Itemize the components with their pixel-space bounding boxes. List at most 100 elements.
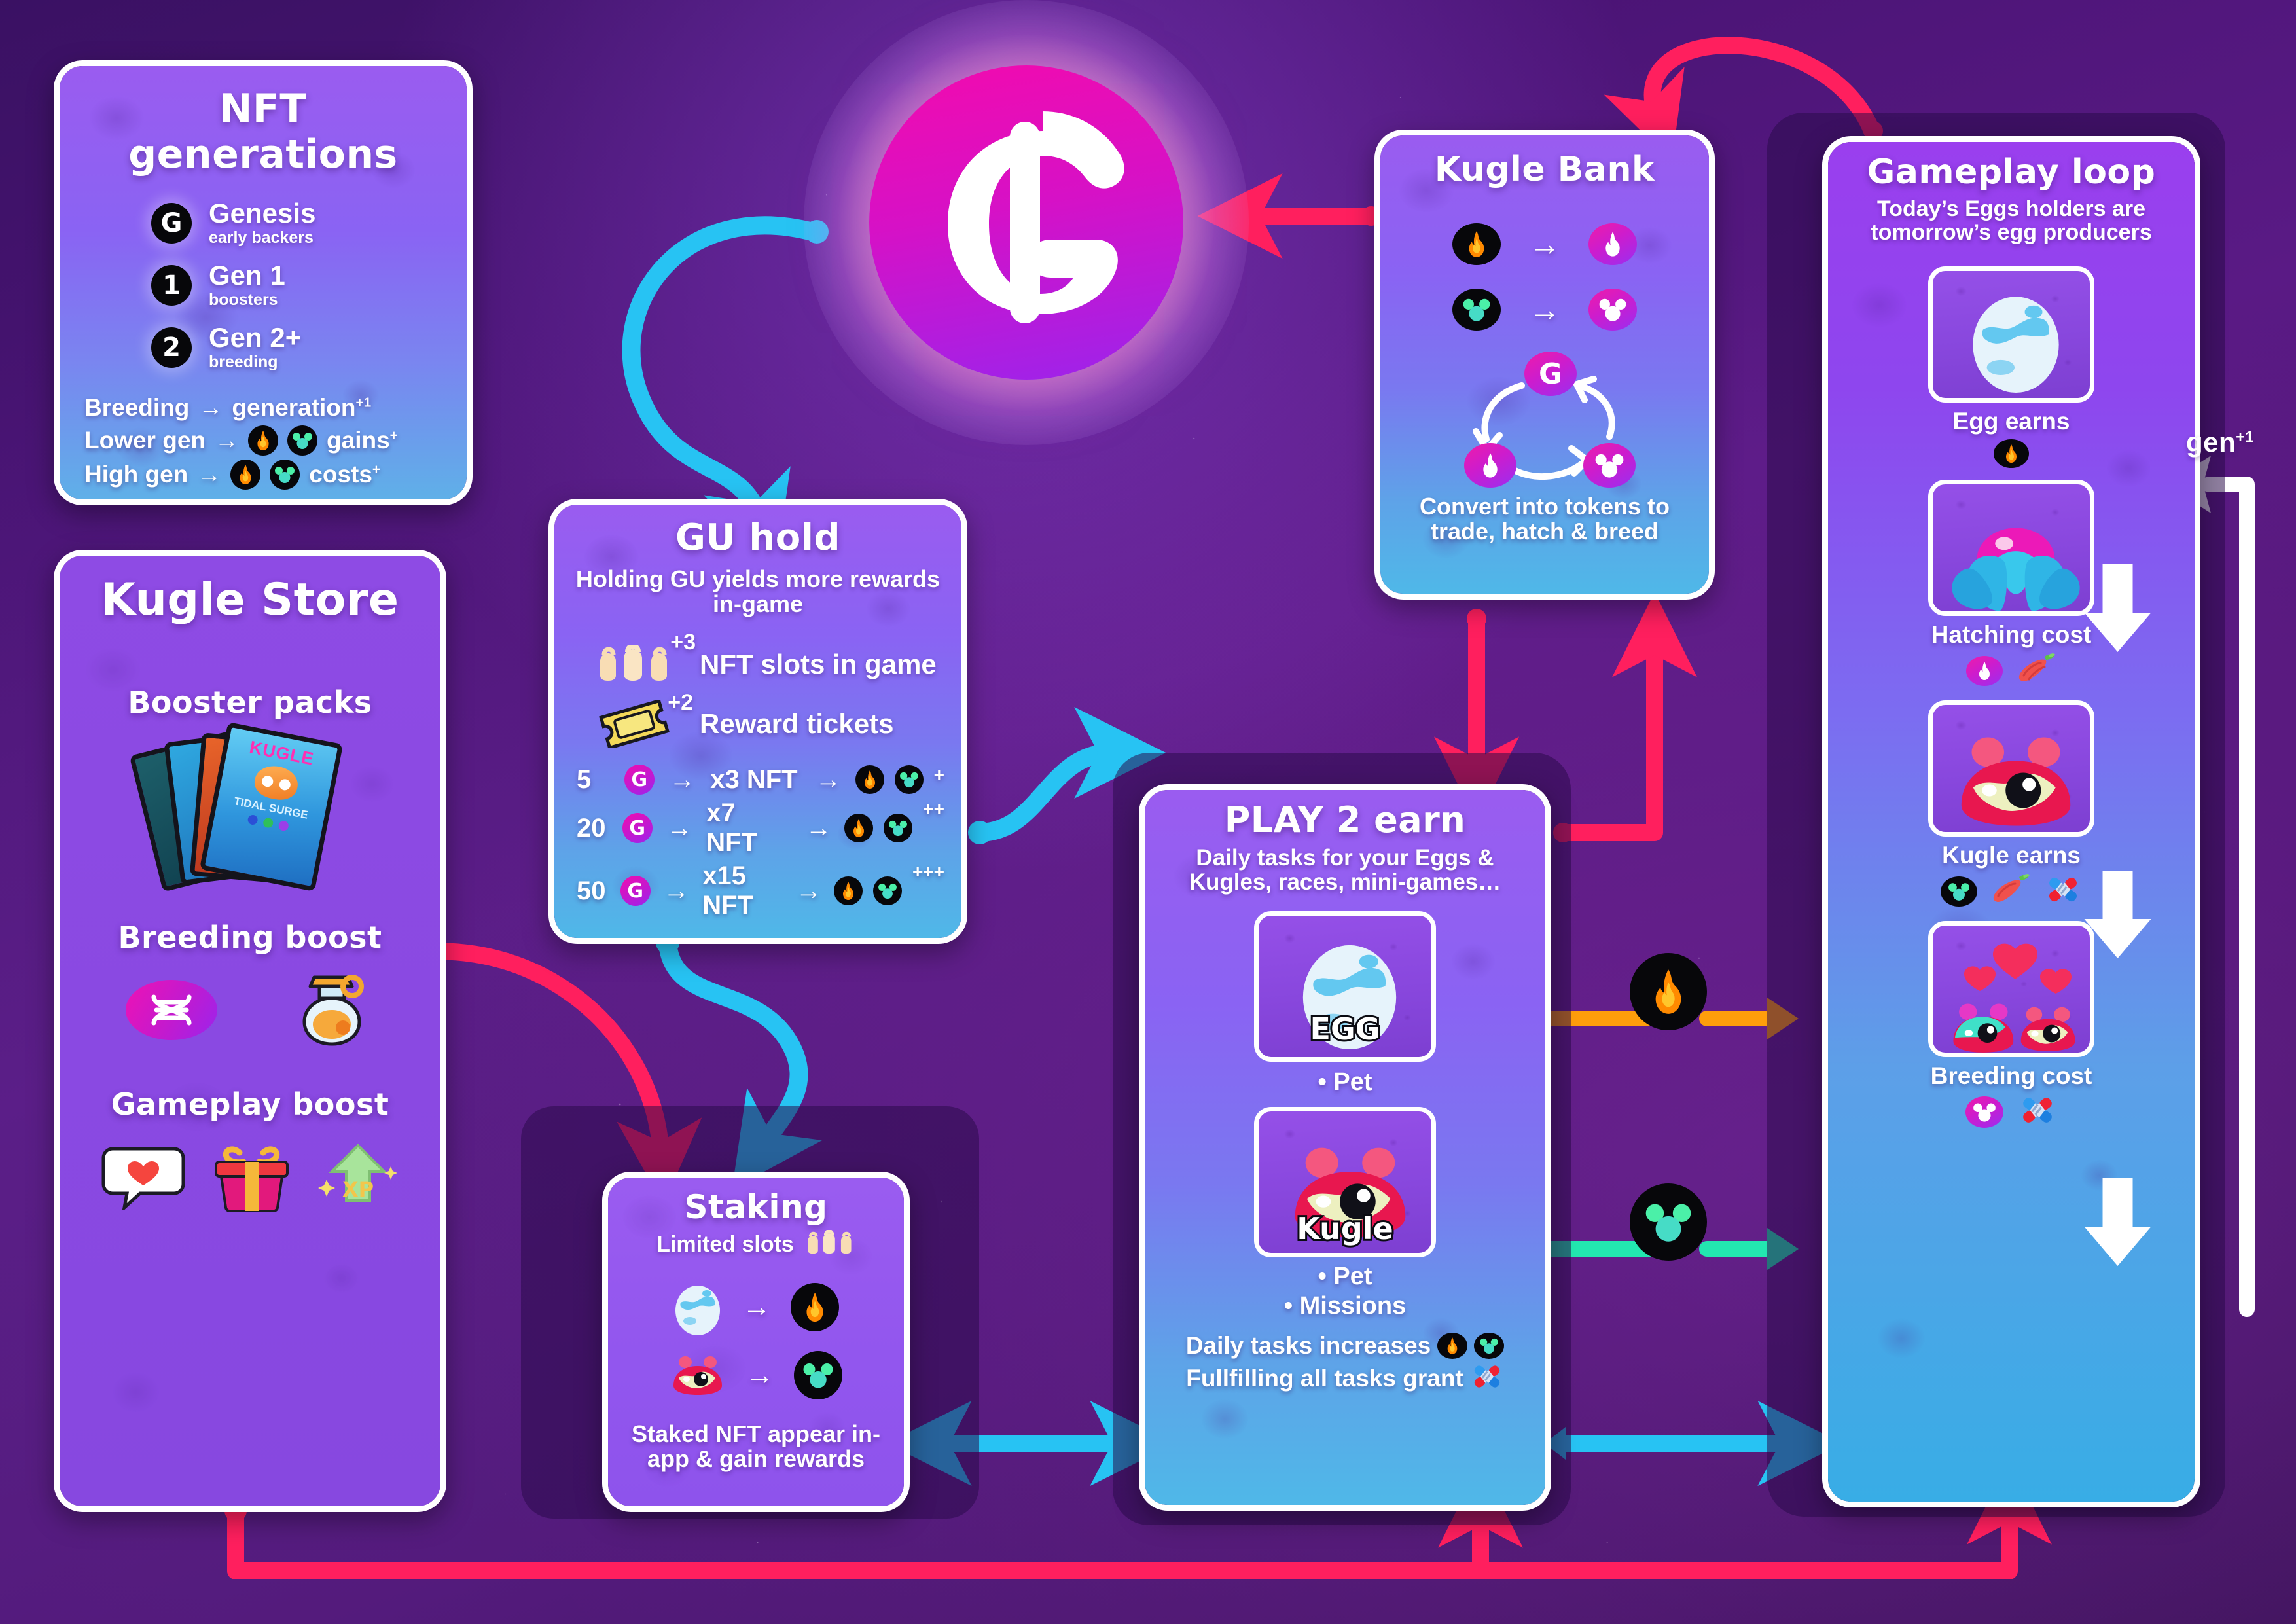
egg-earns-thumbnail <box>1928 266 2094 403</box>
arrow-bank-to-play2earn <box>1434 609 1519 822</box>
rule-left: Lower gen <box>84 427 206 454</box>
gu-tier-plus: ++ <box>923 799 944 820</box>
gameplay-step-kugle-earns: Kugle earns <box>1840 700 2183 909</box>
footer-text: Daily tasks increases <box>1185 1332 1431 1360</box>
svg-text:XP: XP <box>342 1177 374 1202</box>
gen-plus-one-label: gen+1 <box>2186 427 2254 458</box>
carrot-icon <box>2016 653 2056 689</box>
kugle-token-icon <box>884 814 913 843</box>
dna-strand-icon <box>2044 874 2082 909</box>
nft-generations-panel: NFT generations G Genesis early backers … <box>54 60 473 505</box>
gu-tier-plus: + <box>933 765 944 785</box>
play2earn-egg-thumbnail: EGG <box>1254 911 1436 1062</box>
kugle-token-black-icon <box>1452 289 1501 331</box>
gift-icon <box>211 1144 293 1212</box>
gu-tier-multiplier: x15 NFT <box>702 861 753 920</box>
staking-panel: Staking Limited slots <box>602 1172 910 1512</box>
gameplay-boost-label: Gameplay boost <box>111 1087 389 1122</box>
gameplay-loop-title: Gameplay loop <box>1867 153 2156 192</box>
rule-row-high-gen: High gen → costs+ <box>84 460 380 490</box>
kugle-token-connector-icon <box>1630 1183 1707 1261</box>
fire-token-icon <box>844 814 874 843</box>
staking-row-kugle: → <box>621 1351 891 1399</box>
hatching-icon <box>1952 528 2080 611</box>
reward-tickets-label: Reward tickets <box>700 708 894 740</box>
gu-tier-plus: +++ <box>912 861 944 882</box>
kugle-token-icon <box>872 876 902 906</box>
gameplay-step-egg-earns: Egg earns <box>1840 266 2183 469</box>
breeding-cost-thumbnail <box>1928 921 2094 1058</box>
fire-token-pink-icon <box>1588 223 1637 265</box>
gameplay-loop-panel: Gameplay loop Today’s Eggs holders are t… <box>1822 136 2200 1507</box>
rule-row-lower-gen: Lower gen → gains+ <box>84 425 398 456</box>
kugle-token-icon <box>894 765 924 795</box>
dna-icon <box>126 979 217 1040</box>
kugle-bank-title: Kugle Bank <box>1434 150 1655 189</box>
gen2-note: breeding <box>209 353 278 371</box>
gu-hold-title: GU hold <box>675 516 841 559</box>
play2earn-subtitle: Daily tasks for your Eggs & Kugles, race… <box>1189 845 1501 895</box>
gu-tier-arrow2-icon: → <box>795 876 822 905</box>
arrow-bank-to-logo <box>1197 173 1381 259</box>
gu-tier-arrow-icon: → <box>666 813 692 842</box>
gen1-note: boosters <box>209 291 278 309</box>
gen2-label: Gen 2+ <box>209 322 302 353</box>
fire-token-icon <box>833 876 863 906</box>
kugle-bank-panel: Kugle Bank → → G <box>1374 130 1715 600</box>
breeding-icon <box>1953 943 2075 1053</box>
egg-earns-label: Egg earns <box>1952 408 2070 435</box>
gu-tier-multiplier: x3 NFT <box>710 765 798 794</box>
generation-tier-row: G Genesis early backers <box>151 200 447 246</box>
booster-packs-label: Booster packs <box>128 685 372 720</box>
rule-left: Breeding <box>84 394 190 421</box>
kugle-earns-label: Kugle earns <box>1942 842 2081 869</box>
fire-token-icon <box>1994 439 2029 469</box>
bank-conversion-kugle: → <box>1393 289 1696 331</box>
dna-strand-icon <box>2018 1094 2057 1130</box>
kugle-token-pink-icon <box>1583 443 1636 488</box>
reward-tickets-bonus: +2 <box>668 690 693 715</box>
egg-overlay-label: EGG <box>1308 1009 1382 1049</box>
perk-row-nft-slots: +3 NFT slots in game <box>571 630 944 683</box>
kugle-icon <box>670 1352 726 1399</box>
gu-tier-arrow-icon: → <box>663 876 690 905</box>
kugle-bullet-pet: • Pet <box>1318 1263 1372 1291</box>
g-coin-icon: G <box>622 813 653 844</box>
perk-row-reward-tickets: +2 Reward tickets <box>571 690 944 750</box>
kugle-logo <box>804 0 1249 445</box>
potion-icon <box>289 972 374 1047</box>
gen2-badge: 2 <box>151 327 192 368</box>
fire-token-icon <box>1437 1333 1468 1360</box>
gu-tier-row: 50 G → x15 NFT → +++ <box>577 861 944 920</box>
g-coin-icon: G <box>620 876 651 907</box>
footer-text: Fullfilling all tasks grant <box>1186 1364 1463 1392</box>
staking-row-egg: → <box>621 1279 891 1335</box>
rule-right: costs+ <box>309 461 381 488</box>
kugle-token-icon <box>270 460 300 490</box>
play2earn-kugle-thumbnail: Kugle <box>1254 1107 1436 1258</box>
arrow-play2earn-to-gameplayloop <box>1545 1401 1843 1486</box>
kugle-store-title: Kugle Store <box>101 574 399 626</box>
g-coin-icon: G <box>624 765 655 795</box>
kugle-token-icon <box>1941 876 1977 907</box>
booster-card-pack-icon: K KUGLE TIDAL SURGE <box>74 722 426 892</box>
kugle-token-icon <box>794 1351 842 1399</box>
gen1-badge: 1 <box>151 264 192 306</box>
genesis-badge: G <box>151 202 192 244</box>
egg-icon <box>673 1279 723 1335</box>
kugle-token-pink-icon <box>1965 1096 2003 1128</box>
fire-token-pink-icon <box>1464 443 1516 488</box>
kugle-token-icon <box>287 425 318 456</box>
gameplay-step-hatching-cost: Hatching cost <box>1840 480 2183 689</box>
breeding-boost-label: Breeding boost <box>118 920 382 955</box>
rule-arrow-icon: → <box>198 394 223 421</box>
arrow-guhold-to-play2earn <box>968 707 1166 844</box>
fire-token-icon <box>248 425 279 456</box>
staking-footer: Staked NFT appear in-app & gain rewards <box>631 1420 881 1473</box>
kugle-overlay-label: Kugle <box>1295 1209 1395 1248</box>
xp-arrow-icon: XP <box>317 1142 399 1214</box>
bank-arrow-icon: → <box>1528 291 1561 328</box>
play2earn-title: PLAY 2 earn <box>1224 799 1466 840</box>
rule-arrow-icon: → <box>197 461 222 488</box>
rule-right: gains+ <box>327 427 398 454</box>
